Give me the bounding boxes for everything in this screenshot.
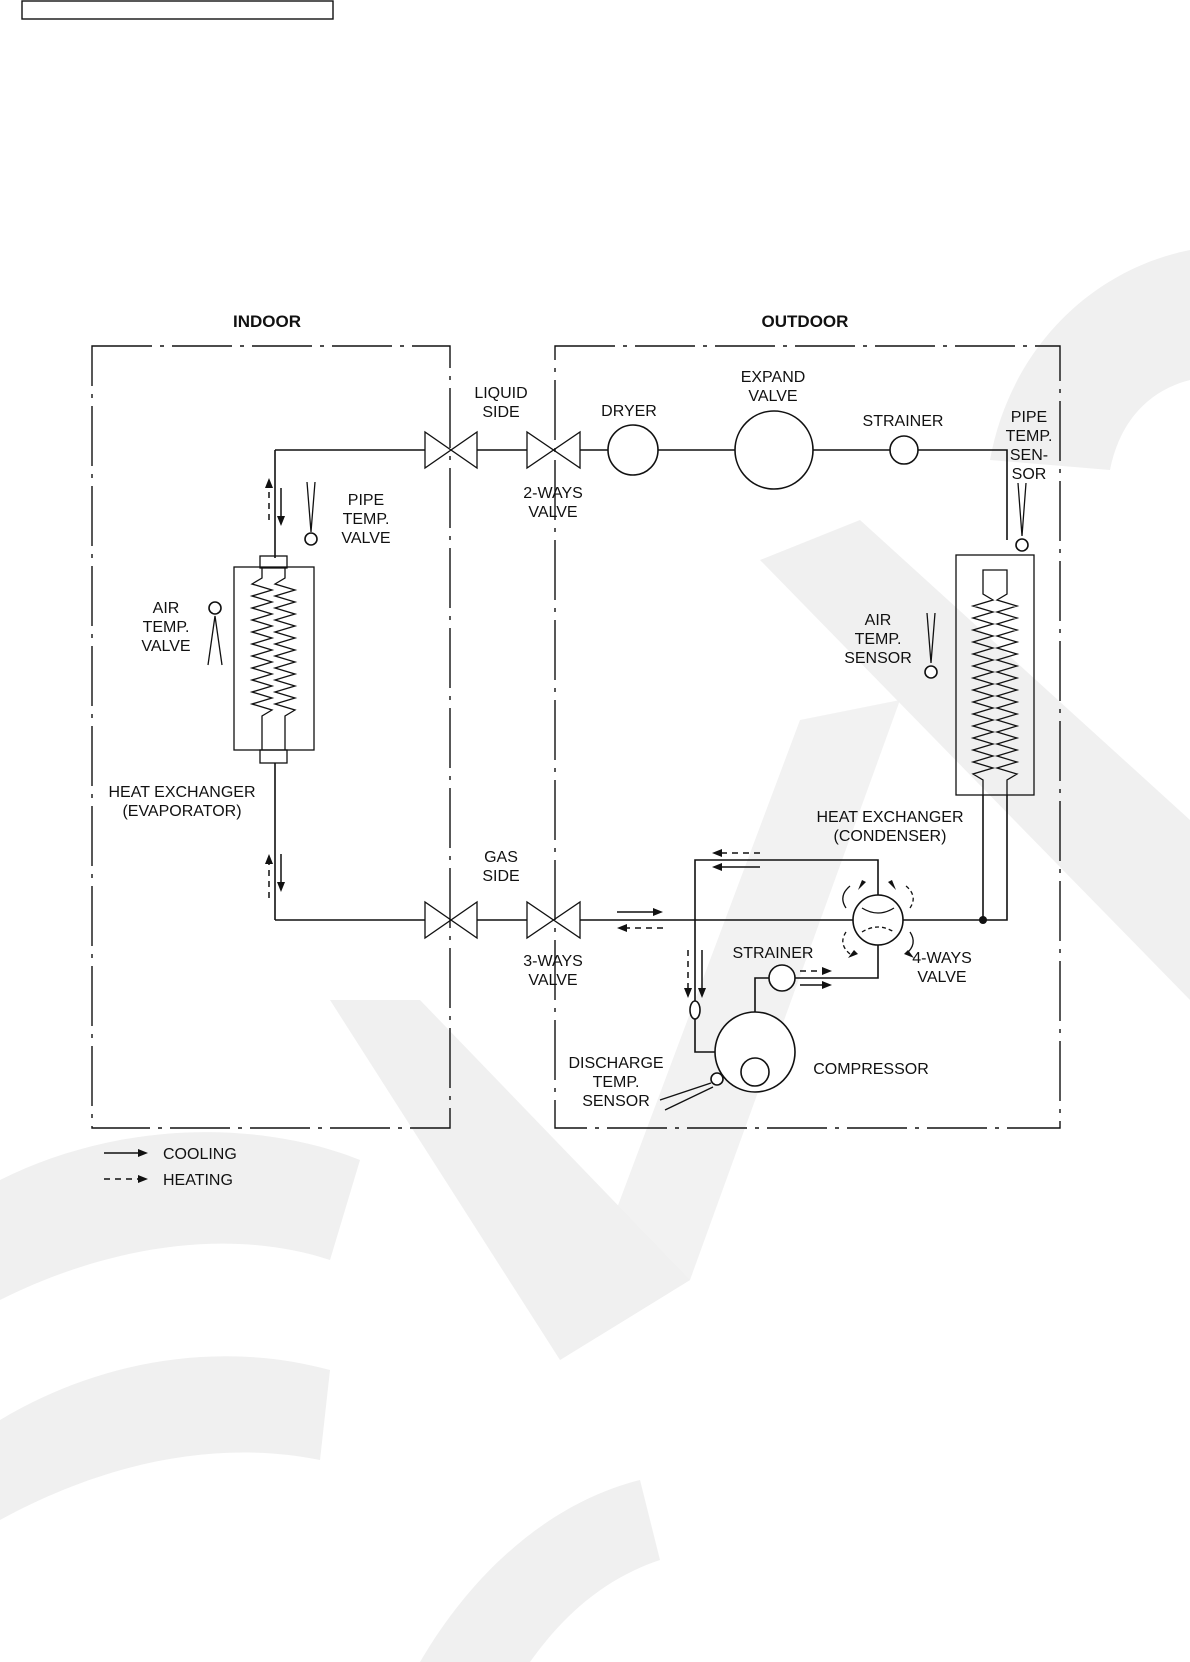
liquid-side-label-line1: LIQUID <box>474 385 527 402</box>
indoor-pipe-temp-valve-sensor <box>304 481 318 546</box>
pipe-junction <box>979 916 987 924</box>
liquid-side-label-line2: SIDE <box>482 404 519 421</box>
compressor <box>659 1011 796 1111</box>
outdoor-air-sensor-label-line3: SENSOR <box>844 650 912 667</box>
legend-heating-label: HEATING <box>163 1172 233 1189</box>
expand-valve-label-line2: VALVE <box>748 388 797 405</box>
outdoor-pipe-sensor-label-line2: TEMP. <box>1006 428 1053 445</box>
condenser-label-line2: (CONDENSER) <box>834 828 947 845</box>
gas-side-service-valve-indoor <box>424 900 478 940</box>
outdoor-air-temp-sensor <box>924 612 938 679</box>
expand-valve <box>734 410 814 490</box>
outdoor-air-sensor-label-line2: TEMP. <box>855 631 902 648</box>
gas-side-label-line2: SIDE <box>482 868 519 885</box>
indoor-heading: INDOOR <box>233 312 301 331</box>
three-ways-valve-label-line1: 3-WAYS <box>523 953 583 970</box>
indoor-air-valve-label-line2: TEMP. <box>143 619 190 636</box>
header-frame <box>21 0 334 20</box>
discharge-sensor-label-line1: DISCHARGE <box>568 1055 663 1072</box>
outdoor-air-sensor-label-line1: AIR <box>865 612 892 629</box>
strainer-top-label: STRAINER <box>863 413 944 430</box>
outdoor-pipe-sensor-label-line4: SOR <box>1012 466 1047 483</box>
gas-side-label-line1: GAS <box>484 849 518 866</box>
four-ways-valve-label-line1: 4-WAYS <box>912 950 972 967</box>
refrigerant-piping <box>274 449 1008 1053</box>
evaporator-label-line2: (EVAPORATOR) <box>122 803 241 820</box>
legend: COOLING HEATING <box>104 1146 237 1189</box>
four-ways-valve-label-line2: VALVE <box>917 969 966 986</box>
indoor-air-valve-label-line3: VALVE <box>141 638 190 655</box>
outdoor-unit-boundary <box>554 345 1061 1129</box>
indoor-pipe-valve-label-line2: TEMP. <box>343 511 390 528</box>
legend-heating: HEATING <box>104 1172 233 1189</box>
flow-direction-arrows <box>265 478 832 998</box>
three-ways-valve-label-line2: VALVE <box>528 972 577 989</box>
strainer-compressor-line <box>768 964 796 992</box>
indoor-air-valve-label-line1: AIR <box>153 600 180 617</box>
outdoor-pipe-sensor-label-line3: SEN- <box>1010 447 1048 464</box>
two-ways-valve-label-line2: VALVE <box>528 504 577 521</box>
component-labels: LIQUID SIDE 2-WAYS VALVE DRYER EXPAND VA… <box>109 369 1053 1110</box>
expand-valve-label-line1: EXPAND <box>741 369 806 386</box>
outdoor-pipe-sensor-label-line1: PIPE <box>1011 409 1047 426</box>
three-ways-valve <box>526 900 581 940</box>
condenser-label-line1: HEAT EXCHANGER <box>817 809 964 826</box>
outdoor-heading: OUTDOOR <box>762 312 849 331</box>
four-ways-valve <box>842 880 914 958</box>
two-ways-valve <box>526 430 581 470</box>
suction-accumulator <box>689 1000 701 1020</box>
outdoor-pipe-temp-sensor <box>1015 482 1029 552</box>
indoor-air-temp-valve-sensor <box>207 601 223 666</box>
outdoor-heat-exchanger-condenser <box>955 554 1035 796</box>
discharge-sensor-label-line3: SENSOR <box>582 1093 650 1110</box>
indoor-pipe-valve-label-line3: VALVE <box>341 530 390 547</box>
compressor-label: COMPRESSOR <box>813 1061 929 1078</box>
legend-cooling-label: COOLING <box>163 1146 237 1163</box>
indoor-unit-boundary <box>91 345 451 1129</box>
strainer-bottom-label: STRAINER <box>733 945 814 962</box>
indoor-heat-exchanger-evaporator <box>233 555 315 764</box>
liquid-side-service-valve-indoor <box>424 430 478 470</box>
dryer-label: DRYER <box>601 403 657 420</box>
dryer <box>607 424 659 476</box>
evaporator-label-line1: HEAT EXCHANGER <box>109 784 256 801</box>
legend-cooling: COOLING <box>104 1146 237 1163</box>
discharge-sensor-label-line2: TEMP. <box>593 1074 640 1091</box>
strainer-liquid-line <box>889 435 919 465</box>
indoor-pipe-valve-label-line1: PIPE <box>348 492 384 509</box>
two-ways-valve-label-line1: 2-WAYS <box>523 485 583 502</box>
